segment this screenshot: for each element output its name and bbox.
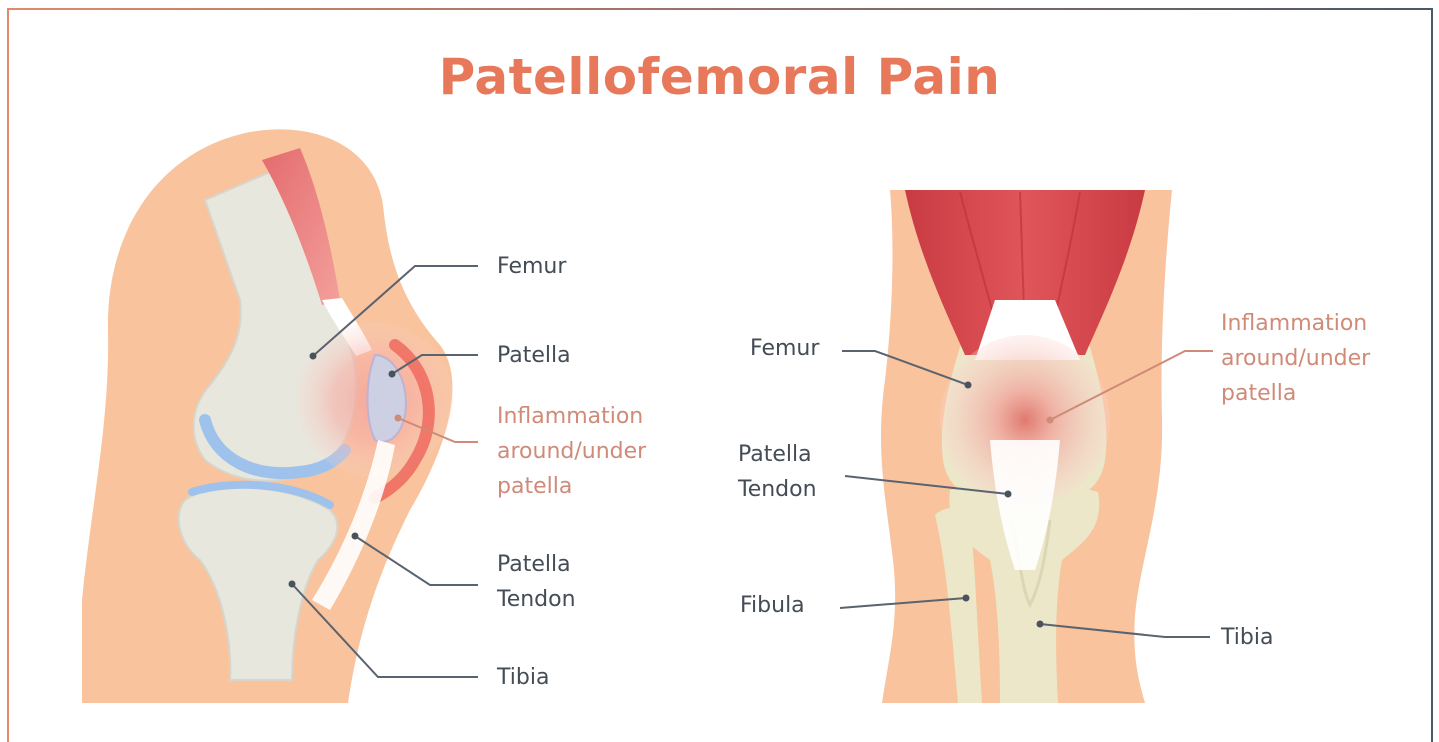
front-label-patella-tendon: Patella Tendon <box>738 437 817 507</box>
front-view-knee <box>840 190 1213 703</box>
side-label-patella: Patella <box>497 338 571 373</box>
side-label-patella-tendon: Patella Tendon <box>497 547 576 617</box>
side-label-tibia: Tibia <box>497 660 549 695</box>
side-label-inflammation: Inflammation around/under patella <box>497 399 646 504</box>
front-label-tibia: Tibia <box>1221 620 1273 655</box>
side-view-knee <box>82 129 478 703</box>
front-label-fibula: Fibula <box>740 588 805 623</box>
front-label-femur: Femur <box>750 331 819 366</box>
side-label-femur: Femur <box>497 249 566 284</box>
page-title: Patellofemoral Pain <box>0 48 1439 106</box>
front-label-inflammation: Inflammation around/under patella <box>1221 306 1370 411</box>
